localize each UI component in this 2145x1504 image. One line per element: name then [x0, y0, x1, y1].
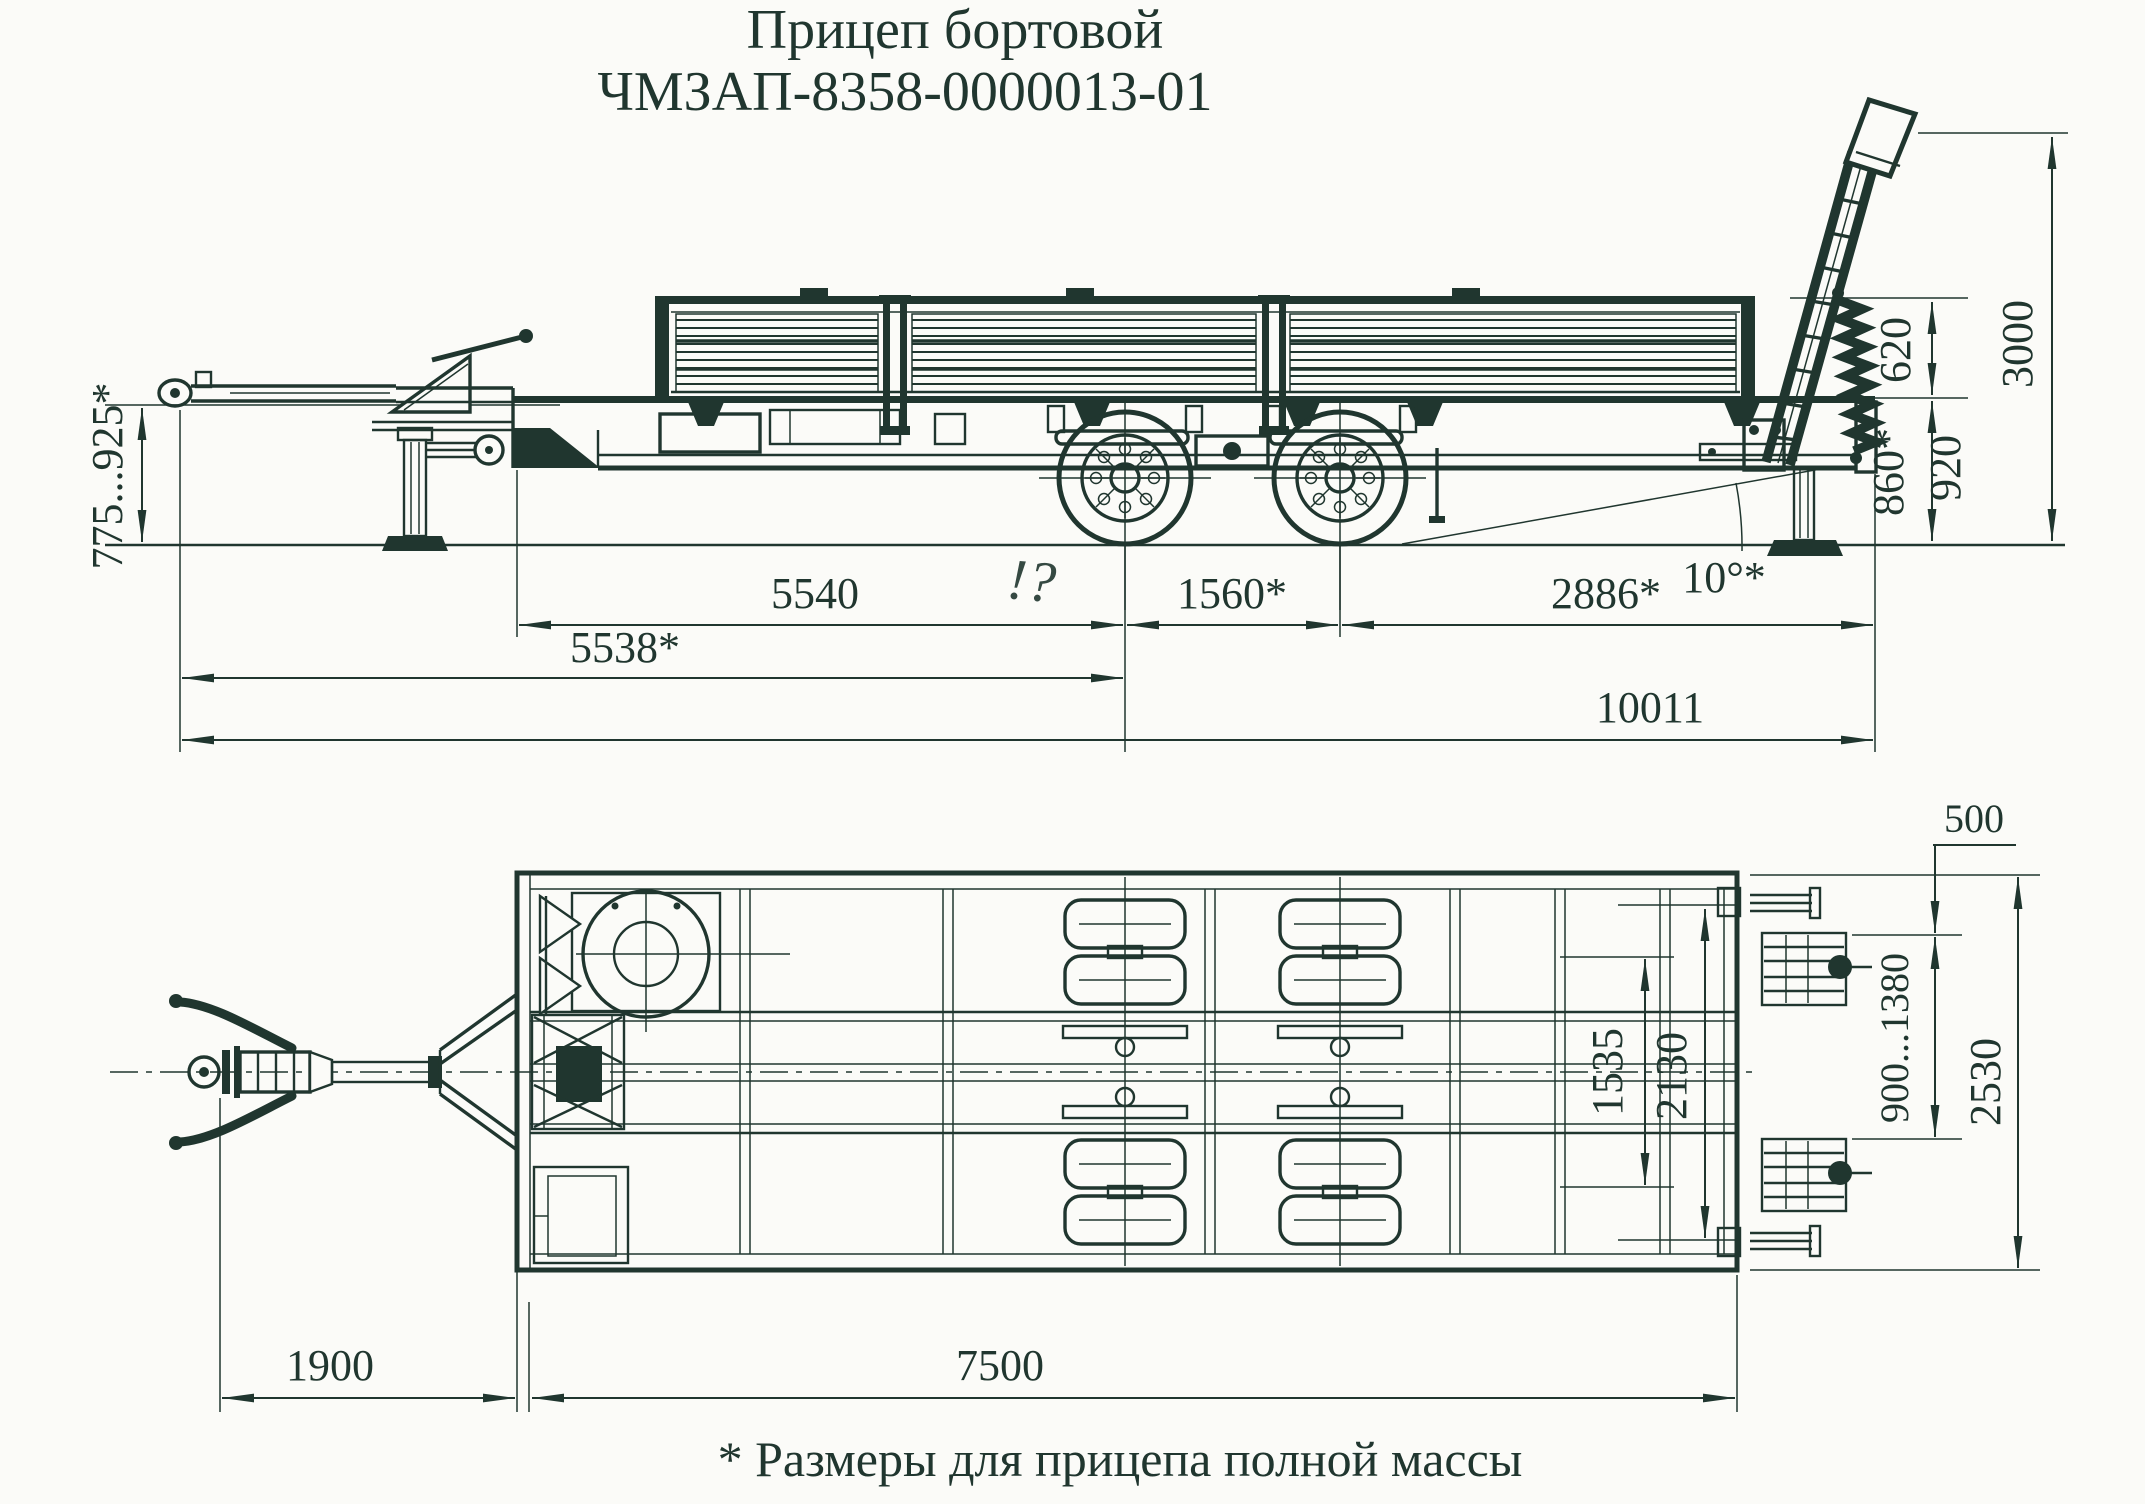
- dim-overall-width: 2530: [1961, 1038, 2010, 1126]
- board-sides: [655, 288, 1755, 435]
- dim-rear-height: 920: [1921, 435, 1970, 501]
- front-toolbox: [532, 1165, 630, 1265]
- side-view: 10°* 775...925* 5540 !? 5538* 1560* 2886…: [83, 96, 2068, 752]
- safety-cable-upper: [175, 997, 297, 1053]
- dim-ramp-edge-offset: 500: [1944, 796, 2004, 841]
- dim-axle-base: 1560*: [1177, 569, 1287, 618]
- drawbar-plan: [169, 992, 518, 1152]
- dim-outer-spacing: 2130: [1647, 1032, 1696, 1120]
- dim-board-height: 620: [1871, 317, 1920, 383]
- cross-members: [739, 889, 1671, 1254]
- side-bottom-dims: 5540 !? 5538* 1560* 2886* 10011: [179, 410, 1876, 752]
- handwritten-note: !?: [1005, 546, 1059, 615]
- spare-wheel: [538, 889, 790, 1032]
- dim-hitch-height-group: 775...925*: [83, 383, 147, 570]
- frame-plan: [110, 870, 1758, 1273]
- dim-overall-length: 10011: [1596, 683, 1704, 732]
- side-right-dims: 620 860* 920 3000: [1790, 132, 2068, 541]
- dim-hitch-height: 775...925*: [83, 383, 132, 570]
- dim-eye-to-axle1: 5538*: [570, 623, 680, 672]
- rear-support-jack: [1698, 442, 1843, 556]
- dim-axle2-to-rear: 2886*: [1551, 569, 1661, 618]
- rear-fittings: [1716, 886, 1874, 1258]
- top-inner-dims: 1535 2130: [1560, 904, 1737, 1241]
- front-drawbox: [530, 1013, 626, 1131]
- dim-ramp-angle: 10°*: [1682, 553, 1766, 602]
- tires-plan: [1061, 898, 1404, 1246]
- dim-front-to-axle1: 5540: [771, 569, 859, 618]
- dim-inner-spacing: 1535: [1583, 1028, 1632, 1116]
- drawing-title: Прицеп бортовой: [747, 0, 1164, 61]
- dim-overall-height: 3000: [1993, 300, 2042, 388]
- top-right-dims: 500 900...1380 2530: [1750, 796, 2040, 1271]
- footnote: * Размеры для прицепа полной массы: [718, 1431, 1523, 1487]
- safety-cable-lower: [175, 1091, 297, 1147]
- top-bottom-dims: 1900 7500: [219, 1098, 1738, 1412]
- drawing-model: ЧМЗАП-8358-0000013-01: [597, 61, 1212, 123]
- front-support-jack: [382, 426, 505, 551]
- rear-ramp: [1742, 96, 1919, 472]
- drawbar-side: [105, 329, 560, 468]
- dim-rear-height-laden: 860*: [1864, 428, 1913, 516]
- dim-drawbar-length: 1900: [286, 1341, 374, 1390]
- dim-ramp-spacing: 900...1380: [1872, 953, 1917, 1123]
- dim-platform-length: 7500: [956, 1341, 1044, 1390]
- title-block: Прицеп бортовой ЧМЗАП-8358-0000013-01: [597, 0, 1212, 123]
- ramp-angle: 10°*: [1401, 467, 1827, 602]
- top-view: 1535 2130 500 900...1380 2530 1900: [110, 796, 2040, 1412]
